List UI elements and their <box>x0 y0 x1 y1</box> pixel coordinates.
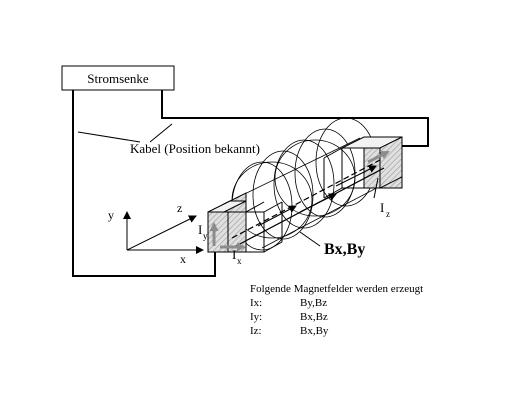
svg-text:I: I <box>198 222 202 237</box>
current-sink-label: Stromsenke <box>87 71 149 86</box>
info-row-current: Iz: <box>250 325 262 337</box>
field-label: Bx,By <box>324 241 365 258</box>
svg-text:I: I <box>232 247 236 262</box>
axis-label-y: y <box>108 208 114 222</box>
info-row-fields: Bx,By <box>300 325 329 337</box>
info-row-ix: Ix: By,Bz <box>250 296 423 310</box>
info-panel: Folgende Magnetfelder werden erzeugt Ix:… <box>250 282 423 338</box>
axes <box>123 211 204 254</box>
info-row-current: Ix: <box>250 297 263 309</box>
cable-leaders <box>77 123 173 143</box>
cable-label: Kabel (Position bekannt) <box>130 141 260 156</box>
current-label-y: I y <box>198 222 208 241</box>
info-row-current: Iy: <box>250 311 263 323</box>
current-arrows <box>209 150 390 252</box>
info-row-iz: Iz: Bx,By <box>250 324 423 338</box>
info-row-iy: Iy: Bx,Bz <box>250 310 423 324</box>
info-heading: Folgende Magnetfelder werden erzeugt <box>250 283 424 295</box>
info-row-fields: By,Bz <box>300 297 328 309</box>
svg-text:z: z <box>386 209 390 219</box>
info-row-fields: Bx,Bz <box>300 311 328 323</box>
axis-label-x: x <box>180 252 186 266</box>
field-leader <box>299 231 321 247</box>
current-label-z: I z <box>380 200 390 219</box>
svg-text:x: x <box>237 256 242 266</box>
current-sink-box: Stromsenke <box>61 65 175 91</box>
svg-text:y: y <box>203 231 208 241</box>
right-sensor-box <box>323 136 403 199</box>
cable-wires <box>72 90 429 277</box>
svg-text:I: I <box>380 200 384 215</box>
axis-label-z: z <box>177 201 182 215</box>
current-label-x: I x <box>232 247 242 266</box>
